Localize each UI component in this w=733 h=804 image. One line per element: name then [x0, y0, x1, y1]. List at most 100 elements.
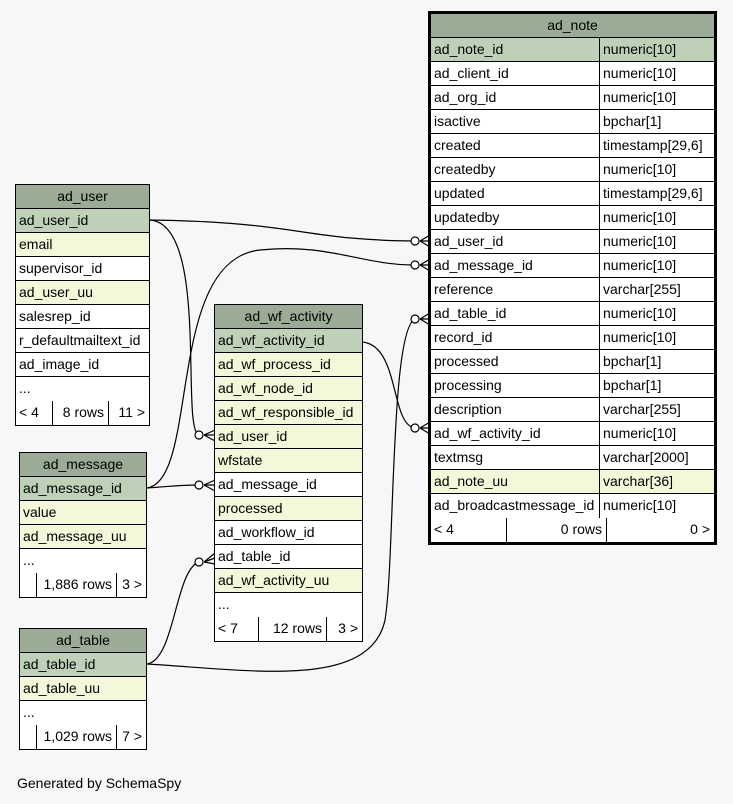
parents-link[interactable]: < 4: [16, 401, 53, 425]
column-name: r_defaultmailtext_id: [19, 332, 141, 348]
column-type: timestamp[29,6]: [599, 134, 714, 157]
children-link[interactable]: 3 >: [338, 620, 358, 636]
column-row[interactable]: value: [20, 501, 146, 525]
column-row[interactable]: ad_wf_activity_uu: [215, 569, 362, 593]
column-row[interactable]: ad_message_id: [215, 473, 362, 497]
table-title[interactable]: ad_user: [16, 185, 149, 209]
column-name: ad_wf_node_id: [218, 380, 313, 396]
column-type: bpchar[1]: [599, 110, 714, 133]
children-link[interactable]: 0 >: [690, 521, 710, 537]
column-row[interactable]: r_defaultmailtext_id: [16, 329, 149, 353]
rel-ad-note-wfactivity: [361, 341, 416, 429]
optional-marker: [410, 236, 420, 246]
column-row[interactable]: processed: [215, 497, 362, 521]
column-name: ad_org_id: [434, 89, 497, 105]
column-row[interactable]: ...: [16, 377, 149, 401]
column-name: ...: [23, 552, 35, 568]
table-title[interactable]: ad_wf_activity: [215, 305, 362, 329]
column-row[interactable]: ...: [20, 549, 146, 573]
column-row[interactable]: ad_table_id: [20, 653, 146, 677]
column-name: ad_user_id: [218, 428, 288, 444]
column-row[interactable]: ...: [215, 593, 362, 617]
column-name: ad_wf_activity_id: [218, 332, 325, 348]
column-row[interactable]: ad_image_id: [16, 353, 149, 377]
column-row[interactable]: supervisor_id: [16, 257, 149, 281]
column-row[interactable]: ad_org_id numeric[10]: [431, 86, 714, 110]
column-row[interactable]: ad_wf_node_id: [215, 377, 362, 401]
table-ad-wf-activity[interactable]: ad_wf_activity ad_wf_activity_id ad_wf_pr…: [214, 304, 363, 642]
column-row[interactable]: ad_table_id: [215, 545, 362, 569]
crows-foot-marker: [203, 552, 216, 565]
row-count: 1,029 rows: [37, 725, 117, 749]
crows-foot-marker: [203, 429, 216, 442]
column-row[interactable]: ad_user_id: [16, 209, 149, 233]
column-row[interactable]: wfstate: [215, 449, 362, 473]
column-type: numeric[10]: [599, 158, 714, 181]
rel-wfactivity-user: [148, 219, 200, 436]
column-type: numeric[10]: [599, 494, 714, 518]
parents-link[interactable]: < 7: [215, 617, 259, 641]
table-title[interactable]: ad_table: [20, 629, 146, 653]
parents-link[interactable]: [20, 725, 37, 749]
children-link[interactable]: 3 >: [122, 576, 142, 592]
column-row[interactable]: ad_wf_activity_id: [215, 329, 362, 353]
optional-marker: [194, 430, 204, 440]
column-type: numeric[10]: [599, 86, 714, 109]
column-name: processing: [434, 377, 502, 393]
column-type: varchar[255]: [599, 398, 714, 421]
table-title[interactable]: ad_message: [20, 453, 146, 477]
column-name: description: [434, 401, 502, 417]
table-footer: 1,886 rows 3 >: [20, 573, 146, 597]
column-row[interactable]: ...: [20, 701, 146, 725]
table-title[interactable]: ad_note: [431, 14, 714, 38]
children-link[interactable]: 11 >: [118, 404, 145, 420]
column-row[interactable]: ad_message_id: [20, 477, 146, 501]
children-link[interactable]: 7 >: [122, 728, 142, 744]
column-name: ad_table_id: [218, 548, 291, 564]
column-name: ad_wf_activity_uu: [218, 572, 330, 588]
column-type: bpchar[1]: [599, 374, 714, 397]
column-row[interactable]: ad_wf_responsible_id: [215, 401, 362, 425]
column-row[interactable]: processing bpchar[1]: [431, 374, 714, 398]
column-row[interactable]: ad_user_uu: [16, 281, 149, 305]
column-row[interactable]: ad_workflow_id: [215, 521, 362, 545]
rel-wfactivity-table: [146, 561, 200, 665]
column-row[interactable]: ad_wf_process_id: [215, 353, 362, 377]
column-row[interactable]: ad_user_id: [215, 425, 362, 449]
column-name: ad_message_id: [434, 257, 533, 273]
column-type: numeric[10]: [599, 38, 714, 61]
column-row[interactable]: description varchar[255]: [431, 398, 714, 422]
column-type: numeric[10]: [599, 326, 714, 349]
column-row[interactable]: ad_message_uu: [20, 525, 146, 549]
table-ad-table[interactable]: ad_table ad_table_id ad_table_uu... 1,029…: [19, 628, 147, 750]
column-name: ad_table_id: [23, 656, 96, 672]
column-row[interactable]: ad_table_uu: [20, 677, 146, 701]
row-count: 8 rows: [53, 401, 109, 425]
row-count: 12 rows: [259, 617, 327, 641]
column-row[interactable]: email: [16, 233, 149, 257]
parents-link[interactable]: [20, 573, 37, 597]
column-row[interactable]: salesrep_id: [16, 305, 149, 329]
parents-link[interactable]: < 4: [431, 518, 507, 542]
column-name: email: [19, 236, 53, 252]
